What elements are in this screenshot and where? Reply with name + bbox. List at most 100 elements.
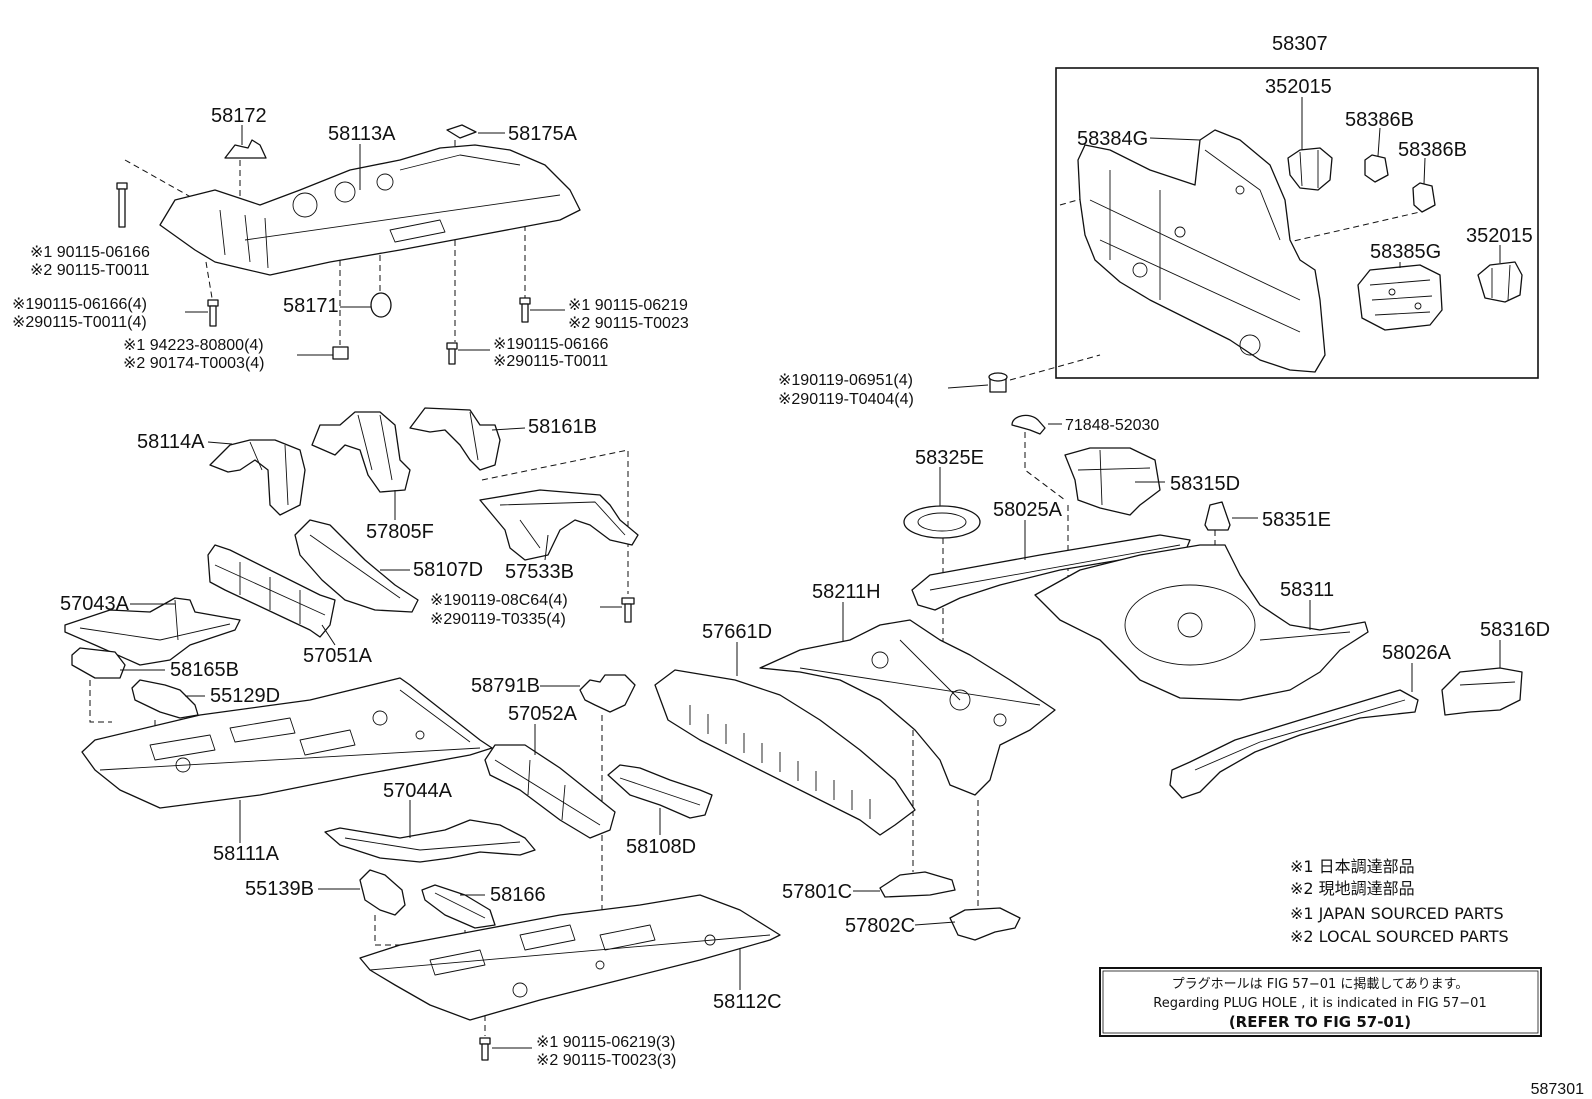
legend-item: ※1 日本調達部品 (1290, 857, 1415, 876)
legend-item: ※2 現地調達部品 (1290, 879, 1415, 898)
callout-58161B: 58161B (528, 416, 597, 438)
fastener-callout-line: ※1 94223-80800(4) (123, 337, 264, 354)
fastener-callouts: ※1 90115-06166 ※2 90115-T0011 ※190115-06… (12, 244, 914, 1069)
part-58384G (1077, 129, 1326, 373)
callout-58175A: 58175A (508, 123, 578, 145)
part-55139B (359, 869, 406, 916)
part-57052A (484, 744, 616, 839)
dashed-line (1009, 354, 1101, 381)
callout-58307: 58307 (1272, 33, 1328, 55)
part-58351E (1204, 501, 1231, 531)
part-58172 (224, 139, 267, 159)
callout-58113A: 58113A (328, 123, 396, 145)
fastener-callout-line: ※190119-08C64(4) (430, 592, 568, 609)
callout-58107D: 58107D (413, 559, 483, 581)
bolt-90115-06219-a (519, 297, 531, 323)
fastener-callout-line: ※290119-T0335(4) (430, 611, 566, 628)
callout-58385G: 58385G (1370, 241, 1441, 263)
part-58112C (359, 894, 781, 1021)
callout-57802C: 57802C (845, 915, 915, 937)
fastener-callout-line: ※290119-T0404(4) (778, 391, 914, 408)
part-58316D (1441, 667, 1523, 716)
callout-58165B: 58165B (170, 659, 239, 681)
legend-item: ※2 LOCAL SOURCED PARTS (1290, 927, 1509, 946)
callout-58386B-2: 58386B (1398, 139, 1467, 161)
callout-58325E: 58325E (915, 447, 984, 469)
part-57051A (207, 544, 336, 638)
part-57043A (64, 597, 241, 666)
fastener-callout-line: ※190115-06166(4) (12, 296, 147, 313)
callout-58311: 58311 (1280, 579, 1334, 601)
callout-71848-52030: 71848-52030 (1065, 417, 1159, 434)
plug-hole-notice: プラグホールは FIG 57−01 に掲載してあります。 Regarding P… (1099, 967, 1542, 1037)
part-57044A (324, 819, 536, 863)
legend-item: ※1 JAPAN SOURCED PARTS (1290, 904, 1504, 923)
part-58386B-2 (1412, 182, 1436, 213)
part-352015-1 (1287, 147, 1333, 191)
part-58211H (759, 619, 1056, 796)
callout-352015-1: 352015 (1265, 76, 1332, 98)
leader-lines (120, 97, 1501, 1049)
callout-57801C: 57801C (782, 881, 852, 903)
part-55129D (131, 679, 199, 719)
part-58311 (1034, 544, 1369, 701)
fastener-callout-line: ※190115-06166 (493, 336, 609, 353)
callout-57044A: 57044A (383, 780, 453, 802)
part-58325E (903, 505, 981, 539)
bolt-90115-06219-b (479, 1037, 491, 1061)
fastener-callout-line: ※2 90174-T0003(4) (123, 355, 265, 372)
part-57533B (479, 489, 639, 561)
part-58386B-1 (1364, 154, 1389, 183)
dashed-line (205, 261, 213, 299)
callout-57051A: 57051A (303, 645, 373, 667)
part-58108D (607, 764, 713, 819)
part-352015-2 (1477, 261, 1523, 303)
callout-57805F: 57805F (366, 521, 434, 543)
part-57801C (879, 871, 956, 898)
fastener-callout-line: ※2 90115-T0023(3) (536, 1052, 676, 1069)
bolt-90115-06166-b (207, 299, 219, 327)
callout-58171: 58171 (283, 295, 339, 317)
part-58315D (1064, 447, 1161, 516)
callout-58108D: 58108D (626, 836, 696, 858)
dashed-line (89, 680, 112, 723)
callout-58114A: 58114A (137, 431, 205, 453)
part-58165B (71, 647, 126, 679)
callout-58211H: 58211H (812, 581, 881, 603)
rear-panel-box (1055, 67, 1539, 379)
fastener-callout-line: ※2 90115-T0023 (568, 315, 689, 332)
dashed-line (481, 449, 629, 594)
callout-352015-2: 352015 (1466, 225, 1533, 247)
callout-58386B-1: 58386B (1345, 109, 1414, 131)
fastener-callout-line: ※290115-T0011 (493, 353, 608, 370)
fastener-callout-line: ※1 90115-06219 (568, 297, 688, 314)
part-callouts: 58307 352015 58386B 58386B 58384G 58385G… (60, 33, 1550, 1013)
figure-code: 587301 (1531, 1081, 1584, 1098)
callout-58791B: 58791B (471, 675, 540, 697)
callout-58112C: 58112C (713, 991, 782, 1013)
part-58161B (409, 407, 501, 471)
callout-58025A: 58025A (993, 499, 1063, 521)
bolt-90119-06951 (988, 372, 1008, 393)
part-57805F (311, 411, 411, 493)
fastener-callout-line: ※2 90115-T0011 (30, 262, 150, 279)
part-58791B (579, 674, 636, 713)
callout-58172: 58172 (211, 105, 267, 127)
assembly-frame-58307 (1055, 67, 1539, 379)
part-58113A (159, 144, 581, 276)
part-58385G (1357, 264, 1443, 331)
callout-58166: 58166 (490, 884, 546, 906)
part-57802C (949, 907, 1021, 941)
callout-58351E: 58351E (1262, 509, 1331, 531)
bolt-90119-08C64 (621, 597, 635, 623)
bolt-90115-06166-a (116, 182, 128, 228)
callout-57533B: 57533B (505, 561, 574, 583)
notice-en: Regarding PLUG HOLE , it is indicated in… (1153, 996, 1486, 1011)
callout-57043A: 57043A (60, 593, 130, 615)
fastener-callout-line: ※190119-06951(4) (778, 372, 913, 389)
part-58175A (446, 124, 477, 139)
callout-58316D: 58316D (1480, 619, 1550, 641)
dashed-line (1284, 211, 1421, 244)
part-58111A (81, 677, 493, 809)
callout-58026A: 58026A (1382, 642, 1452, 664)
